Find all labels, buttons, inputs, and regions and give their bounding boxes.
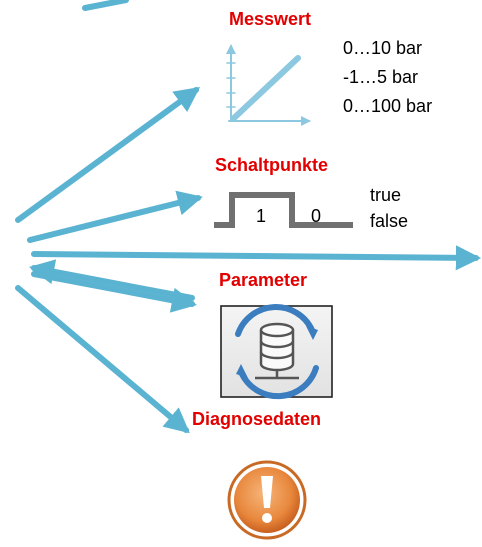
schaltpunkte-heading: Schaltpunkte	[215, 155, 329, 175]
database-icon	[255, 322, 299, 380]
switching-signal-icon	[214, 192, 353, 228]
state-false: false	[370, 211, 409, 231]
messwert-heading: Messwert	[229, 9, 312, 29]
graph-line	[231, 55, 301, 121]
database-sync-icon	[220, 304, 333, 400]
signal-waveform	[214, 192, 353, 228]
exclamation-dot	[262, 513, 272, 523]
state-true: true	[370, 185, 402, 205]
arrow-parameter-in	[29, 259, 195, 301]
arrow-top-edge	[82, 0, 129, 11]
exclamation-bar	[261, 476, 273, 508]
arrow-to-schaltpunkte	[27, 190, 203, 243]
diagnosedaten-heading: Diagnosedaten	[192, 409, 322, 429]
signal-high-value: 1	[256, 206, 266, 226]
arrows	[15, 0, 482, 434]
arrow-to-right	[31, 245, 482, 271]
graph-ticks	[226, 62, 236, 108]
messwert-range-3: 0…100 bar	[343, 96, 433, 116]
sync-arrow-top	[235, 304, 315, 337]
messwert-range-2: -1…5 bar	[343, 67, 419, 87]
arrow-to-messwert	[15, 87, 201, 223]
warning-exclamation-icon	[227, 460, 307, 540]
sync-arrow-bottom	[239, 365, 319, 400]
arrow-to-diagnosedaten	[15, 285, 190, 434]
messwert-range-1: 0…10 bar	[343, 38, 423, 58]
arrow-parameter-out	[31, 271, 197, 313]
parameter-heading: Parameter	[219, 270, 308, 290]
signal-low-value: 0	[311, 206, 321, 226]
analog-graph-icon	[226, 44, 311, 126]
